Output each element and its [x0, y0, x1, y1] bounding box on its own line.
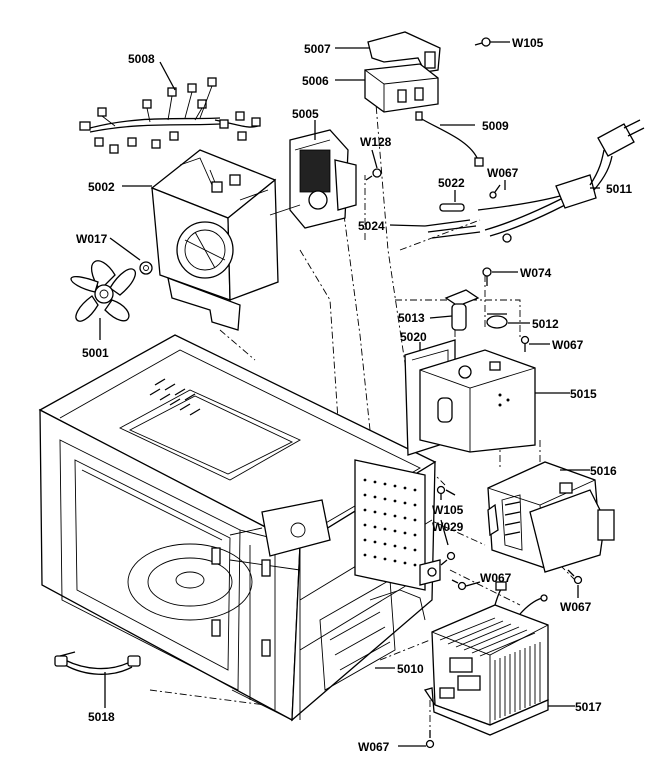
label-5013: 5013: [398, 311, 425, 325]
label-5010: 5010: [397, 662, 424, 676]
part-labels: 5007 W105 5006 5008 5009 5005 W128 5022 …: [76, 36, 632, 754]
screw-w067-e: [425, 730, 435, 749]
label-w128: W128: [360, 135, 392, 149]
label-5018: 5018: [88, 710, 115, 724]
wire-harness: [79, 77, 261, 154]
label-w017: W017: [76, 232, 108, 246]
label-5016: 5016: [590, 464, 617, 478]
label-w067-b: W067: [552, 338, 584, 352]
screw-w067-c: [451, 579, 467, 591]
label-w029: W029: [432, 520, 464, 534]
label-w067-c: W067: [480, 571, 512, 585]
label-w105-top: W105: [512, 36, 544, 50]
wires-5024: [424, 219, 481, 239]
control-panel-5015: [419, 349, 536, 453]
fan-motor-bracket: [150, 149, 279, 331]
label-5001: 5001: [82, 346, 109, 360]
label-5007: 5007: [304, 42, 331, 56]
capacitor: [364, 63, 439, 113]
fan-motor: [269, 129, 357, 229]
screw-w105-top: [474, 37, 491, 47]
screw-w128: [365, 168, 382, 181]
label-5009: 5009: [482, 119, 509, 133]
screw-w029: [440, 551, 456, 566]
label-5017: 5017: [575, 700, 602, 714]
label-w067-d: W067: [560, 600, 592, 614]
fuse-5022: [439, 203, 465, 212]
transformer-fins: [439, 617, 541, 720]
label-5012: 5012: [532, 317, 559, 331]
screw-w067-b: [520, 335, 530, 352]
magnetron: [487, 461, 615, 573]
label-5005: 5005: [292, 107, 319, 121]
label-w105-mid: W105: [432, 503, 464, 517]
label-w074: W074: [520, 266, 552, 280]
label-5020: 5020: [400, 330, 427, 344]
label-5024: 5024: [358, 219, 385, 233]
switch-5013: [444, 289, 480, 331]
label-5008: 5008: [128, 52, 155, 66]
cavity-bracket-parts: [369, 559, 441, 621]
leader-lines: [99, 41, 600, 747]
label-w067-e: W067: [358, 740, 390, 754]
label-5002: 5002: [88, 180, 115, 194]
power-cord: [477, 119, 645, 243]
label-5011: 5011: [606, 182, 632, 196]
label-5015: 5015: [570, 387, 597, 401]
perforation-dots: [363, 478, 417, 567]
switch-5012: [486, 313, 508, 329]
label-5022: 5022: [438, 176, 465, 190]
top-vent-slots: [149, 378, 201, 416]
screw-w105-mid: [436, 485, 446, 500]
oven-cavity-housing: [38, 334, 437, 722]
label-5006: 5006: [302, 74, 329, 88]
wire-5018: [54, 651, 141, 675]
diode-wire: [415, 111, 484, 167]
screw-w067-d: [567, 569, 583, 585]
label-w067-a: W067: [487, 166, 519, 180]
fan-blade: [70, 260, 153, 322]
transformer: [423, 581, 549, 736]
screw-w074: [482, 267, 492, 286]
